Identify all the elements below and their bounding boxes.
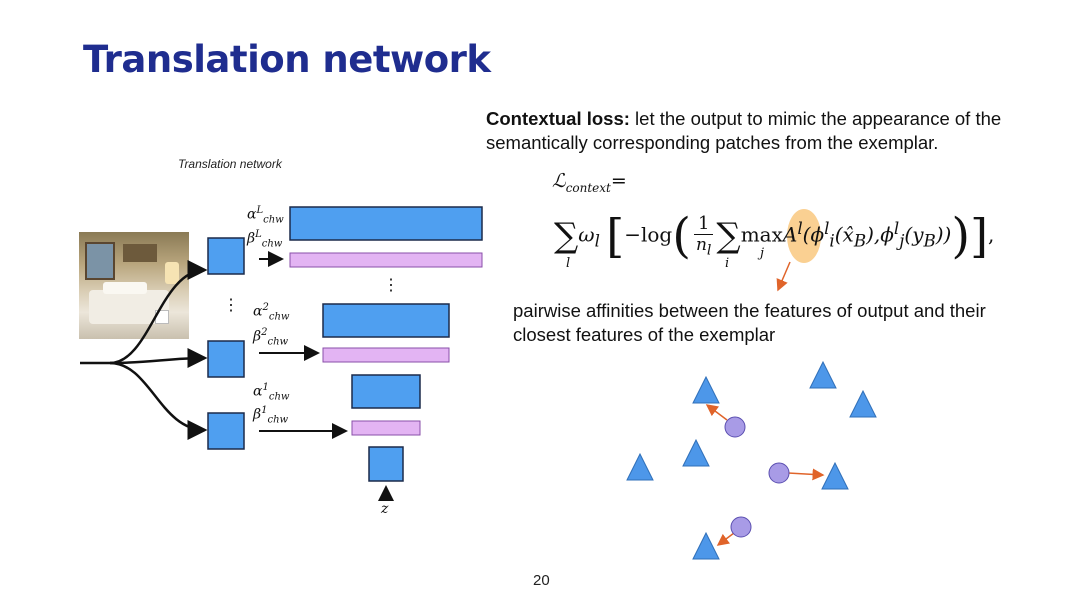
- page-number: 20: [533, 572, 550, 589]
- output-feature-circle: [724, 416, 746, 438]
- feature-block-L: [207, 237, 245, 275]
- affinity-link: [787, 468, 825, 481]
- slide-title: Translation network: [83, 38, 491, 81]
- contextual-loss-body: let the output to mimic the appearance o…: [486, 108, 1002, 153]
- ellipsis-left: ⋮: [223, 295, 239, 314]
- beta-2-label: β2chw: [253, 327, 289, 348]
- alpha-1-label: α1chw: [253, 382, 290, 403]
- highlight-pointer: [776, 261, 791, 292]
- exemplar-triangle: [849, 389, 877, 418]
- photo-window: [85, 242, 115, 280]
- affinity-link: [705, 404, 728, 421]
- generator-block-L: [289, 206, 483, 241]
- output-feature-circle: [730, 516, 752, 538]
- photo-wall-art: [123, 244, 157, 262]
- branch-curve-mid: [109, 348, 208, 369]
- generator-block-1: [351, 374, 421, 409]
- exemplar-triangle: [692, 531, 720, 560]
- alpha-L-label: αLchw: [247, 205, 284, 226]
- modulation-bar-L: [289, 252, 483, 268]
- beta-L-label: βLchw: [247, 229, 283, 250]
- inner-sum-symbol: ∑: [716, 216, 741, 256]
- branch-curve-top: [109, 260, 208, 365]
- exemplar-triangle: [821, 461, 849, 490]
- affinity-highlight: [787, 209, 821, 263]
- diagram-caption: Translation network: [178, 157, 282, 171]
- generator-block-z: [368, 446, 404, 482]
- sum-index-l: l: [566, 256, 571, 271]
- formula-lhs: ℒcontext=: [552, 170, 627, 195]
- exemplar-triangle: [809, 360, 837, 389]
- max-index-j: j: [760, 246, 765, 261]
- exemplar-triangle: [626, 452, 654, 481]
- feature-block-1: [207, 412, 245, 450]
- output-feature-circle: [768, 462, 790, 484]
- sum-index-i: i: [725, 256, 730, 271]
- affinity-description: pairwise affinities between the features…: [513, 300, 986, 345]
- exemplar-triangle: [682, 438, 710, 467]
- photo-pillow: [103, 282, 147, 294]
- contextual-loss-heading: Contextual loss:: [486, 108, 630, 129]
- contextual-loss-description: Contextual loss: let the output to mimic…: [486, 107, 1066, 155]
- generator-block-2: [322, 303, 450, 338]
- beta-1-label: β1chw: [253, 405, 289, 426]
- right-bracket: ]: [970, 209, 989, 263]
- affinity-link: [716, 532, 735, 546]
- left-paren: (: [672, 208, 691, 264]
- z-label: z: [381, 501, 389, 517]
- modulation-bar-2: [322, 347, 450, 363]
- alpha-2-label: α2chw: [253, 302, 290, 323]
- exemplar-triangle: [692, 375, 720, 404]
- branch-curve-bottom: [109, 361, 208, 440]
- left-bracket: [: [606, 209, 625, 263]
- feature-block-2: [207, 340, 245, 378]
- photo-lamp: [165, 262, 179, 284]
- feature-illustration: [626, 360, 877, 560]
- modulation-bar-1: [351, 420, 421, 436]
- right-paren: ): [951, 208, 971, 264]
- ellipsis-right: ⋮: [383, 275, 399, 294]
- sum-symbol: ∑: [554, 216, 579, 256]
